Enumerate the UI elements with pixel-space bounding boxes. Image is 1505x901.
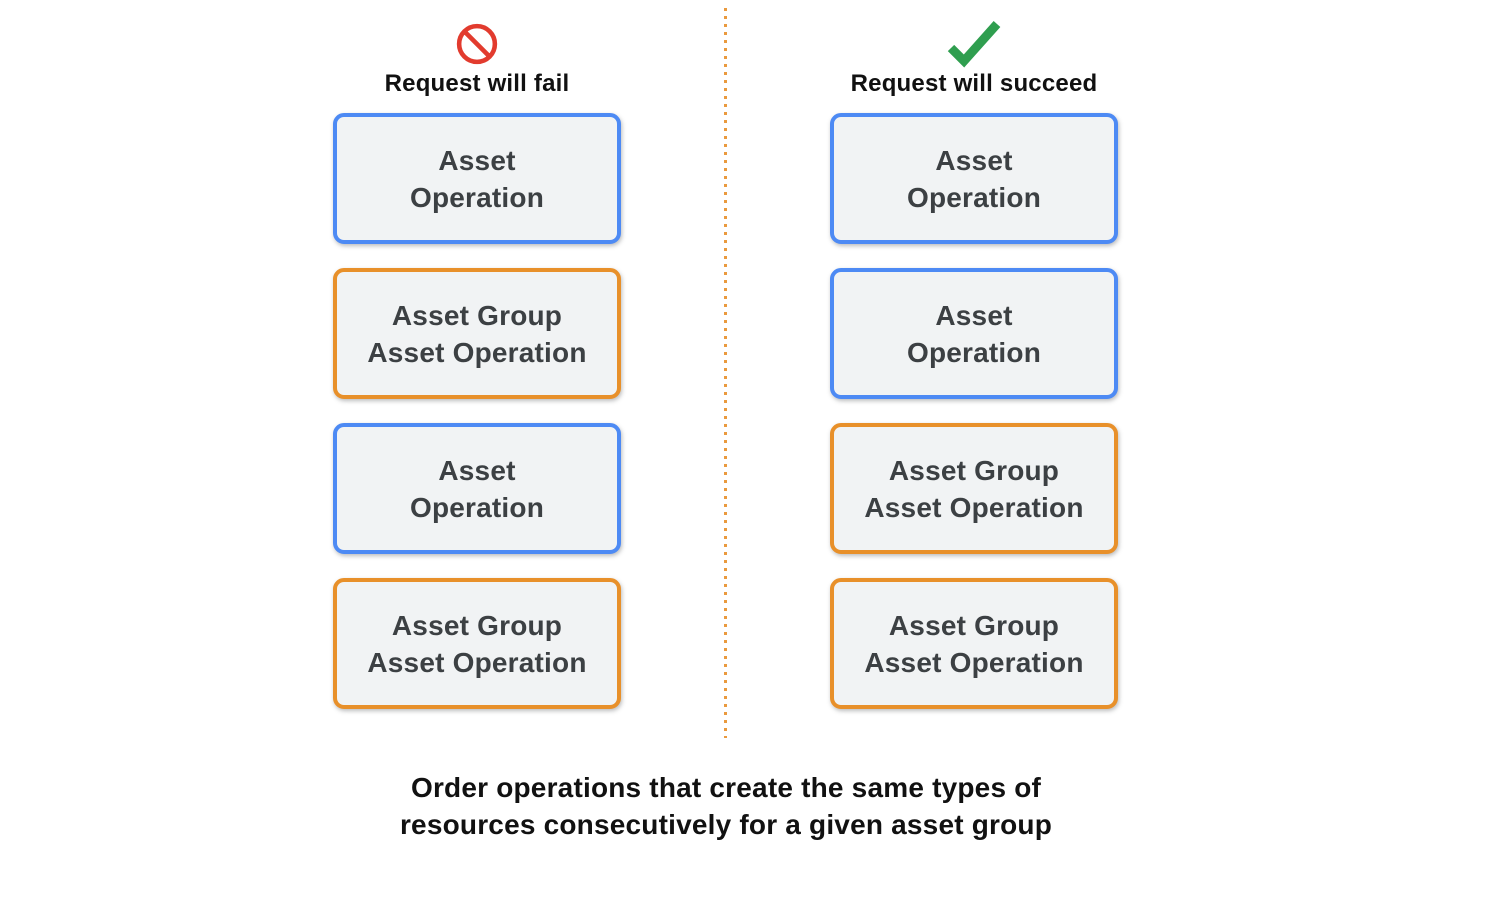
- box-asset-operation: Asset Operation: [830, 113, 1118, 244]
- box-asset-group-asset-operation: Asset Group Asset Operation: [830, 423, 1118, 554]
- box-label: Asset Group Asset Operation: [367, 609, 587, 678]
- fail-column: Request will fail Asset Operation Asset …: [333, 20, 621, 733]
- box-label: Asset Operation: [409, 144, 545, 213]
- box-label: Asset Operation: [906, 299, 1042, 368]
- box-asset-group-asset-operation: Asset Group Asset Operation: [830, 578, 1118, 709]
- fail-icon-slot: [455, 20, 499, 68]
- dotted-divider-line: [724, 8, 727, 738]
- checkmark-icon: [947, 21, 1001, 68]
- box-asset-operation: Asset Operation: [333, 113, 621, 244]
- box-label: Asset Operation: [409, 454, 545, 523]
- diagram-caption: Order operations that create the same ty…: [399, 772, 1053, 840]
- box-asset-group-asset-operation: Asset Group Asset Operation: [333, 268, 621, 399]
- box-label: Asset Group Asset Operation: [864, 609, 1084, 678]
- succeed-column-title: Request will succeed: [850, 70, 1098, 97]
- box-asset-operation: Asset Operation: [830, 268, 1118, 399]
- box-label: Asset Group Asset Operation: [864, 454, 1084, 523]
- box-asset-group-asset-operation: Asset Group Asset Operation: [333, 578, 621, 709]
- prohibition-icon: [456, 23, 498, 65]
- succeed-icon-slot: [945, 20, 1003, 68]
- box-asset-operation: Asset Operation: [333, 423, 621, 554]
- box-label: Asset Operation: [906, 144, 1042, 213]
- succeed-box-stack: Asset Operation Asset Operation Asset Gr…: [830, 113, 1118, 733]
- fail-box-stack: Asset Operation Asset Group Asset Operat…: [333, 113, 621, 733]
- box-label: Asset Group Asset Operation: [367, 299, 587, 368]
- fail-column-title: Request will fail: [384, 70, 570, 97]
- succeed-column: Request will succeed Asset Operation Ass…: [830, 20, 1118, 733]
